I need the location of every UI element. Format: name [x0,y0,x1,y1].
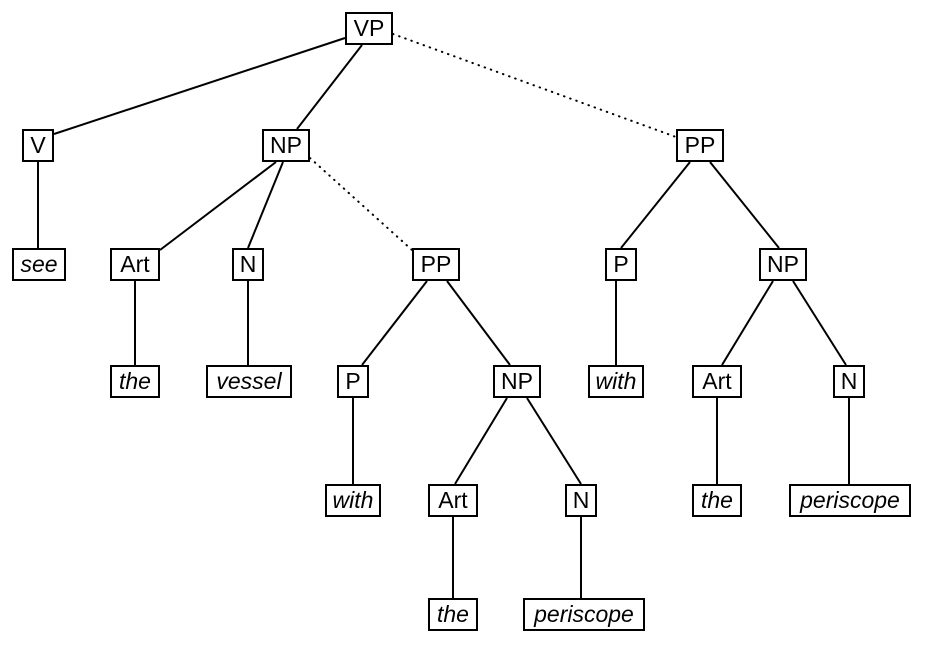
tree-node-n_m: N [565,484,597,517]
tree-leaf-the1: the [110,365,160,398]
tree-edge-vp-np1 [296,44,363,130]
tree-node-art_r: Art [692,365,742,398]
tree-node-v: V [22,129,54,162]
tree-node-p_right: P [605,248,637,281]
tree-edge-vp-v [53,37,346,135]
tree-leaf-vessel: vessel [206,365,292,398]
tree-edge-np-right-n [792,280,847,366]
tree-leaf-with_m: with [325,484,381,517]
tree-node-n1: N [232,248,264,281]
tree-leaf-peri_m: periscope [523,598,645,631]
tree-node-np1: NP [262,129,310,162]
tree-edge-pp-mid-np-mid [446,280,511,366]
tree-edge-np-mid-n-m [526,397,582,485]
tree-node-pp_mid: PP [412,248,460,281]
tree-node-vp: VP [345,12,393,45]
tree-edge-np-right-art [721,280,774,366]
tree-leaf-peri_r: periscope [789,484,911,517]
tree-edge-np1-pp-mid [309,157,413,251]
tree-edge-vp-pp-right [392,33,677,138]
tree-node-np_right: NP [759,248,807,281]
tree-leaf-with_r: with [588,365,644,398]
tree-edge-np1-n1 [247,161,284,249]
tree-node-p_mid: P [337,365,369,398]
tree-edge-pp-right-np [709,161,780,249]
tree-leaf-the_r: the [692,484,742,517]
tree-edge-np-mid-art-m [454,397,508,485]
tree-node-np_mid: NP [493,365,541,398]
tree-leaf-see: see [12,248,66,281]
tree-node-art1: Art [110,248,160,281]
tree-node-pp_right: PP [676,129,724,162]
tree-node-art_m: Art [428,484,478,517]
tree-edge-pp-mid-p-mid [361,280,428,366]
tree-leaf-the_m: the [428,598,478,631]
tree-edge-pp-right-p [620,161,691,249]
tree-edge-np1-art1 [159,161,277,251]
tree-node-n_r: N [833,365,865,398]
